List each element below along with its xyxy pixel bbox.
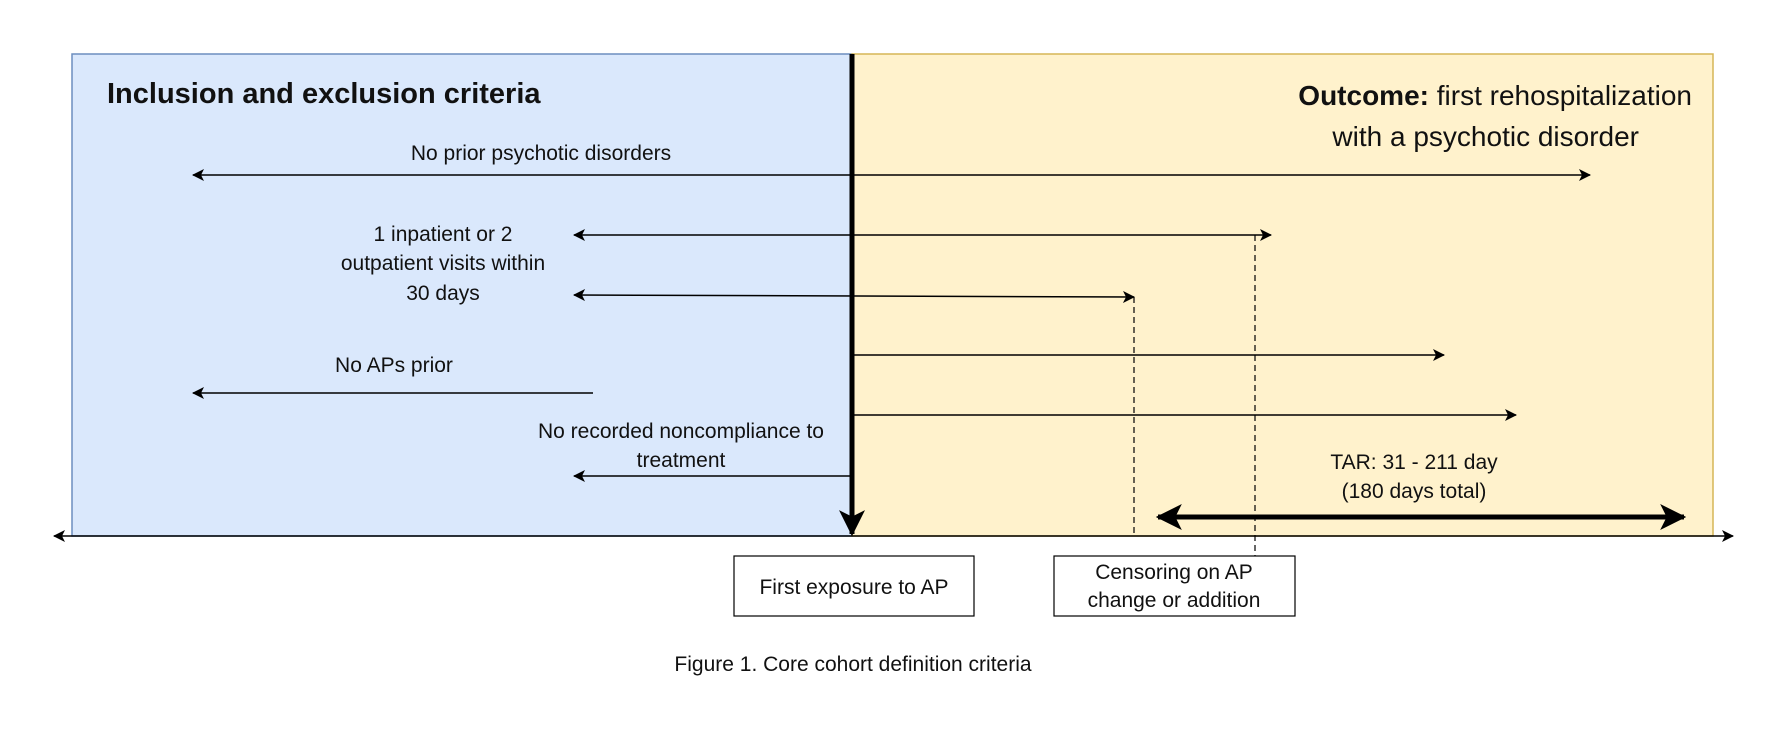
no-aps-prior-label: No APs prior <box>335 354 453 377</box>
censoring-box <box>1053 555 1296 617</box>
noncompliance-label-line2: treatment <box>637 449 726 472</box>
figure-caption: Figure 1. Core cohort definition criteri… <box>674 653 1031 676</box>
visits-label-line2: outpatient visits within <box>341 252 545 275</box>
tar-label-line1: TAR: 31 - 211 day <box>1330 451 1498 474</box>
censoring-label-line2: change or addition <box>1088 589 1261 612</box>
first-exposure-label: First exposure to AP <box>759 576 948 599</box>
visits-arrow-lower <box>573 289 1135 303</box>
outcome-title: Outcome: first rehospitalization <box>1298 80 1692 111</box>
outcome-title-rest: first rehospitalization <box>1429 80 1692 111</box>
censoring-label-line1: Censoring on AP <box>1095 561 1253 584</box>
inclusion-exclusion-title: Inclusion and exclusion criteria <box>107 78 541 110</box>
first-exposure-box <box>733 555 975 617</box>
outcome-title-line2: with a psychotic disorder <box>1331 121 1639 152</box>
visits-label-line1: 1 inpatient or 2 <box>374 223 513 246</box>
no-prior-psychotic-label: No prior psychotic disorders <box>411 142 671 165</box>
outcome-title-bold: Outcome: <box>1298 80 1429 111</box>
visits-label-line3: 30 days <box>406 282 480 305</box>
noncompliance-label-line1: No recorded noncompliance to <box>538 420 824 443</box>
tar-label-line2: (180 days total) <box>1342 480 1487 503</box>
